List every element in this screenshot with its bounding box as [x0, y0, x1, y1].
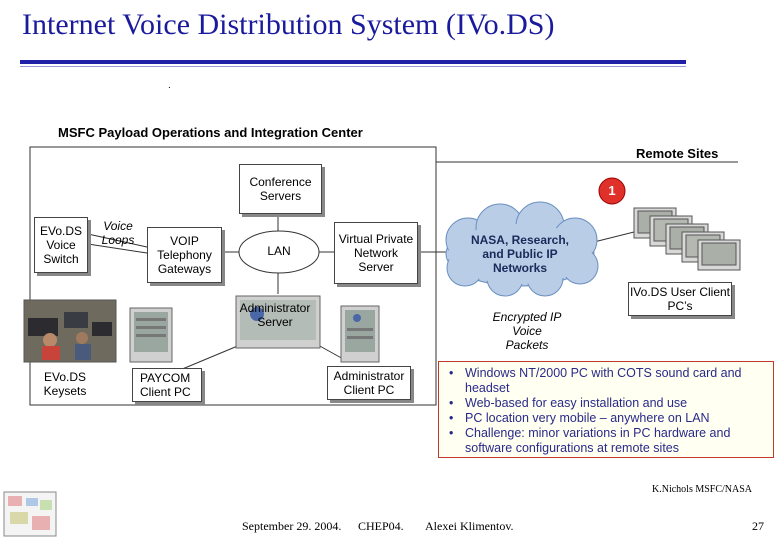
vpn-server-box: Virtual Private Network Server: [334, 222, 418, 284]
paycom-client-label: PAYCOM Client PC: [140, 371, 191, 399]
admin-server-pc-image: [235, 295, 321, 349]
footer-conference: CHEP04.: [358, 519, 404, 533]
lan-ellipse: [238, 230, 320, 274]
user-client-box: IVo.DS User Client PC’s: [628, 282, 732, 316]
voice-loops-line-2: [87, 243, 148, 254]
badge-number: 1: [608, 183, 616, 198]
title-rule: [20, 60, 686, 64]
page-title: Internet Voice Distribution System (IVo.…: [22, 8, 555, 41]
keysets-photo: [23, 299, 117, 363]
remote-sites-label: Remote Sites: [636, 146, 719, 161]
admin-client-box: Administrator Client PC: [327, 366, 411, 400]
admin-client-pc-image: [340, 305, 380, 363]
encrypted-packets-label: Encrypted IP Voice Packets: [492, 310, 562, 352]
features-box: Windows NT/2000 PC with COTS sound card …: [438, 361, 774, 458]
admin-paycom-line: [179, 344, 241, 371]
page-number: 27: [752, 519, 764, 533]
thumbnail-image: [3, 491, 57, 537]
poic-frame: [29, 146, 437, 406]
user-client-label: IVo.DS User Client PC’s: [629, 285, 731, 313]
paycom-client-box: PAYCOM Client PC: [132, 368, 202, 402]
features-list: Windows NT/2000 PC with COTS sound card …: [447, 366, 765, 456]
feature-item: PC location very mobile – anywhere on LA…: [449, 411, 765, 426]
paycom-pc-image: [129, 307, 173, 363]
voip-gateways-box: VOIP Telephony Gateways: [147, 227, 222, 283]
remote-pc-stack: [633, 207, 741, 271]
poic-label: MSFC Payload Operations and Integration …: [58, 125, 363, 140]
vpn-server-label: Virtual Private Network Server: [338, 232, 414, 274]
badge-circle: [598, 177, 626, 205]
voip-gateways-label: VOIP Telephony Gateways: [157, 234, 212, 276]
voice-loops-line: [87, 233, 148, 248]
footer-date: September 29. 2004.: [242, 519, 342, 533]
evods-voice-switch-box: EVo.DS Voice Switch: [34, 217, 88, 273]
lan-label: LAN: [267, 244, 291, 258]
feature-item: Windows NT/2000 PC with COTS sound card …: [449, 366, 765, 396]
feature-item: Challenge: minor variations in PC hardwa…: [449, 426, 765, 456]
voice-loops-label: Voice Loops: [101, 219, 135, 247]
cloud-core: [448, 224, 592, 284]
evods-voice-switch-label: EVo.DS Voice Switch: [39, 224, 83, 266]
stray-dot: .: [168, 80, 171, 91]
footer-author: Alexei Klimentov.: [425, 519, 514, 533]
admin-client-label: Administrator Client PC: [333, 369, 405, 397]
conference-servers-box: Conference Servers: [239, 164, 322, 214]
feature-item: Web-based for easy installation and use: [449, 396, 765, 411]
credit-text: K.Nichols MSFC/NASA: [652, 484, 753, 495]
evods-keysets-label: EVo.DS Keysets: [43, 370, 87, 398]
admin-server-label: Administrator Server: [239, 301, 311, 329]
conference-servers-label: Conference Servers: [249, 175, 312, 203]
cloud-label: NASA, Research, and Public IP Networks: [470, 233, 570, 275]
title-rule-thin: [20, 66, 686, 67]
